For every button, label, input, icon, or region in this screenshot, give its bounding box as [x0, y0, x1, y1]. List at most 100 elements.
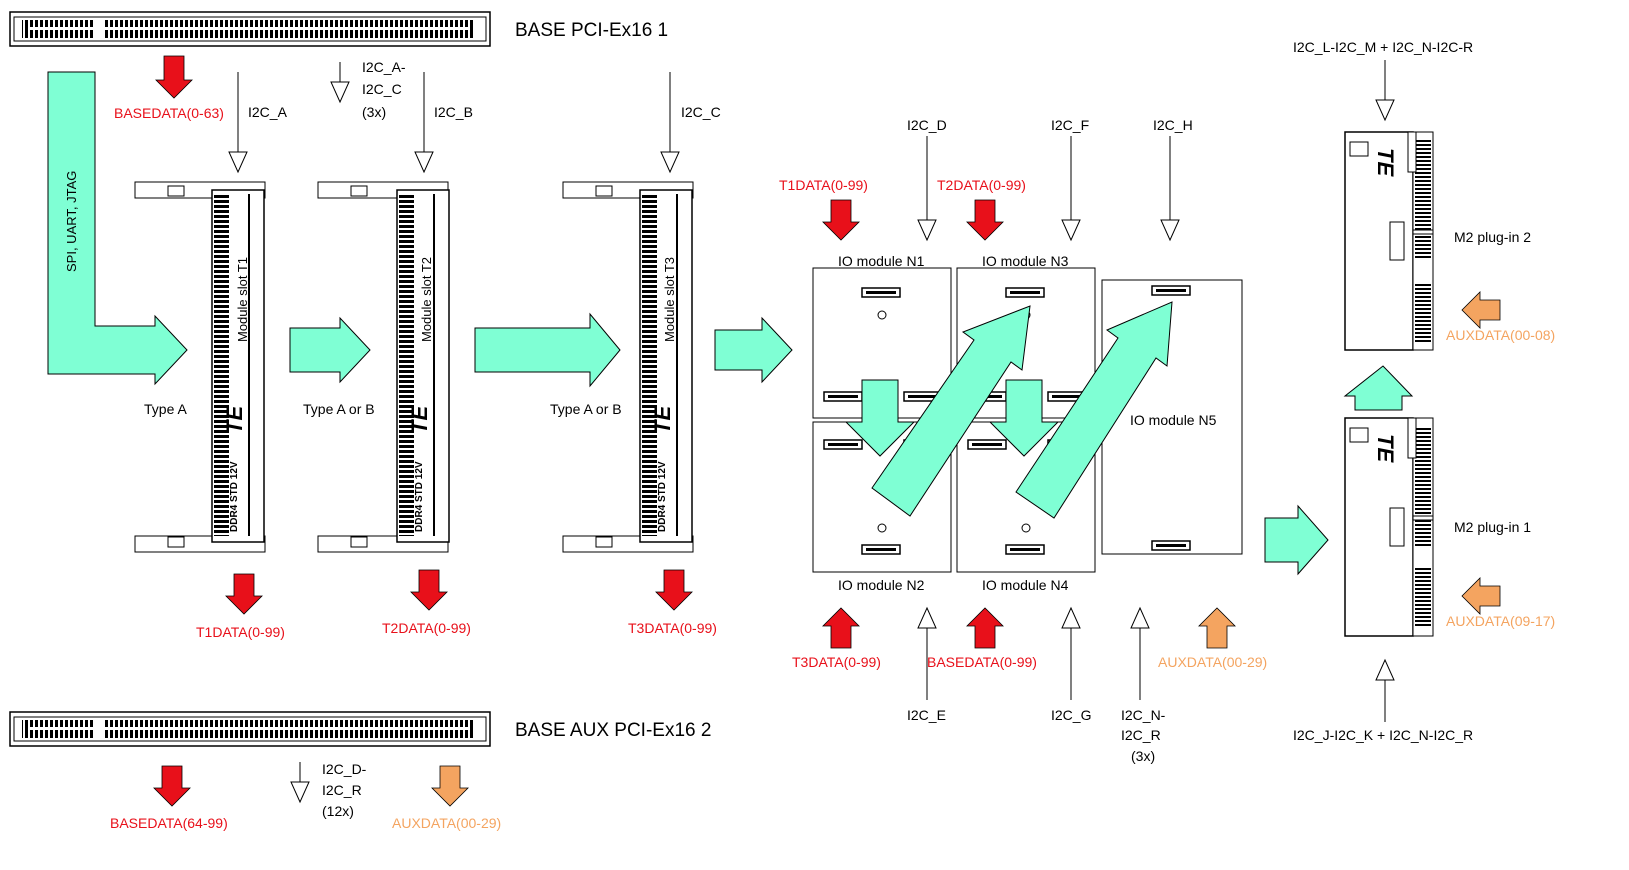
basedata-64-99-label: BASEDATA(64-99) — [110, 815, 228, 831]
auxdata-io-label: AUXDATA(00-29) — [1158, 654, 1267, 670]
bus-arrow-io-m2 — [1264, 504, 1329, 576]
m2-plugin-1-socket — [1344, 417, 1434, 637]
io-module-n3-label: IO module N3 — [982, 253, 1069, 269]
i2c-a-arrow-icon — [228, 151, 248, 174]
io-n1-to-n2-arrow — [844, 379, 916, 457]
auxdata-m2-1-arrow-left — [1461, 577, 1501, 615]
io-n2-to-n3-arrow — [871, 305, 1031, 517]
i2c-g-label: I2C_G — [1051, 707, 1091, 723]
i2c-h-arrow-icon — [1160, 219, 1180, 242]
i2c-n-r-arrow-icon — [1130, 606, 1150, 629]
i2c-e-label: I2C_E — [907, 707, 946, 723]
bus-arrow-t1-t2 — [289, 316, 371, 384]
i2c-a-c-line3: (3x) — [362, 104, 386, 120]
te-logo-icon-t1: TE — [222, 405, 247, 434]
t1data-io-arrow-down — [822, 199, 860, 241]
ddr-marking-t1: DDR4 STD 12V — [229, 461, 240, 532]
basedata-io-arrow-up — [966, 607, 1004, 649]
i2c-j-k-n-r-label: I2C_J-I2C_K + I2C_N-I2C_R — [1293, 727, 1473, 743]
io-n4-to-n5-arrow — [1015, 301, 1173, 519]
i2c-d-label: I2C_D — [907, 117, 947, 133]
module-slot-t1-label: Module slot T1 — [235, 257, 250, 342]
te-logo-icon-m2-2: TE — [1373, 148, 1398, 177]
i2c-f-label: I2C_F — [1051, 117, 1089, 133]
t2data-io-arrow-down — [966, 199, 1004, 241]
te-logo-icon-t3: TE — [650, 405, 675, 434]
auxdata-m2-2-arrow-left — [1461, 291, 1501, 329]
m2-plugin-2-label: M2 plug-in 2 — [1454, 229, 1531, 245]
type-label-t2: Type A or B — [303, 401, 375, 417]
auxdata-00-08-label: AUXDATA(00-08) — [1446, 327, 1555, 343]
basedata-64-99-arrow-down — [153, 765, 191, 807]
i2c-f-arrow-icon — [1061, 219, 1081, 242]
i2c-h-label: I2C_H — [1153, 117, 1193, 133]
te-logo-icon-m2-1: TE — [1373, 434, 1398, 463]
i2c-d-r-line2: I2C_R — [322, 782, 362, 798]
basedata-0-99-label: BASEDATA(0-99) — [927, 654, 1037, 670]
t2data-io-label: T2DATA(0-99) — [937, 177, 1026, 193]
i2c-a-c-line2: I2C_C — [362, 81, 402, 97]
t3data-slot-label: T3DATA(0-99) — [628, 620, 717, 636]
i2c-a-label: I2C_A — [248, 104, 288, 120]
base-pci-connector-1 — [9, 11, 491, 47]
module-slot-t1 — [134, 181, 266, 553]
t3data-io-arrow-up — [822, 607, 860, 649]
spi-uart-jtag-bus-arrow — [47, 71, 188, 386]
i2c-e-arrow-icon — [917, 606, 937, 629]
te-logo-icon-t2: TE — [407, 405, 432, 434]
i2c-j-k-arrow-icon — [1375, 658, 1395, 681]
module-slot-t2 — [317, 181, 450, 553]
i2c-g-arrow-icon — [1061, 606, 1081, 629]
module-slot-t3-label: Module slot T3 — [662, 257, 677, 342]
t1data-arrow-down — [225, 573, 263, 615]
bus-arrow-m2-up — [1343, 365, 1414, 411]
type-label-t1: Type A — [144, 401, 187, 417]
i2c-n-r-line2: I2C_R — [1121, 727, 1161, 743]
i2c-l-m-arrow-icon — [1375, 99, 1395, 122]
io-module-n5-label: IO module N5 — [1130, 412, 1217, 428]
base-aux-pci-connector-2 — [9, 711, 491, 747]
module-slot-t3 — [562, 181, 694, 553]
i2c-a-c-line1: I2C_A- — [362, 59, 406, 75]
i2c-c-arrow-icon — [660, 151, 680, 174]
t2data-slot-label: T2DATA(0-99) — [382, 620, 471, 636]
auxdata-09-17-label: AUXDATA(09-17) — [1446, 613, 1555, 629]
i2c-d-arrow-icon — [917, 219, 937, 242]
io-module-n2-label: IO module N2 — [838, 577, 925, 593]
m2-plugin-2-socket — [1344, 131, 1434, 351]
base-pci-1-label: BASE PCI-Ex16 1 — [515, 20, 668, 41]
t1data-slot-label: T1DATA(0-99) — [196, 624, 285, 640]
bus-arrow-t2-t3 — [474, 312, 621, 388]
i2c-n-r-line3: (3x) — [1131, 748, 1155, 764]
i2c-a-c-arrow-icon — [330, 81, 350, 104]
basedata-arrow-down — [155, 55, 193, 99]
i2c-b-label: I2C_B — [434, 104, 473, 120]
i2c-l-m-n-r-label: I2C_L-I2C_M + I2C_N-I2C-R — [1293, 39, 1473, 55]
t1data-io-label: T1DATA(0-99) — [779, 177, 868, 193]
base-aux-pci-2-label: BASE AUX PCI-Ex16 2 — [515, 720, 711, 741]
type-label-t3: Type A or B — [550, 401, 622, 417]
ddr-marking-t3: DDR4 STD 12V — [657, 461, 668, 532]
bus-arrow-t3-io — [714, 316, 793, 384]
i2c-d-r-line1: I2C_D- — [322, 761, 367, 777]
auxdata-bottom-label: AUXDATA(00-29) — [392, 815, 501, 831]
io-module-n1-label: IO module N1 — [838, 253, 925, 269]
io-module-n4-label: IO module N4 — [982, 577, 1069, 593]
t3data-io-label: T3DATA(0-99) — [792, 654, 881, 670]
io-n3-to-n4-arrow — [988, 379, 1060, 457]
i2c-n-r-line1: I2C_N- — [1121, 707, 1166, 723]
m2-plugin-1-label: M2 plug-in 1 — [1454, 519, 1531, 535]
spi-uart-jtag-label: SPI, UART, JTAG — [64, 171, 79, 272]
t3data-arrow-down — [655, 569, 693, 611]
i2c-c-label: I2C_C — [681, 104, 721, 120]
auxdata-io-arrow-up — [1198, 607, 1236, 649]
t2data-arrow-down — [410, 569, 448, 611]
i2c-b-arrow-icon — [414, 151, 434, 174]
basedata-0-63-label: BASEDATA(0-63) — [114, 105, 224, 121]
ddr-marking-t2: DDR4 STD 12V — [414, 461, 425, 532]
i2c-d-r-arrow-icon — [290, 781, 310, 804]
module-slot-t2-label: Module slot T2 — [419, 257, 434, 342]
i2c-d-r-line3: (12x) — [322, 803, 354, 819]
auxdata-bottom-arrow-down — [431, 765, 469, 807]
